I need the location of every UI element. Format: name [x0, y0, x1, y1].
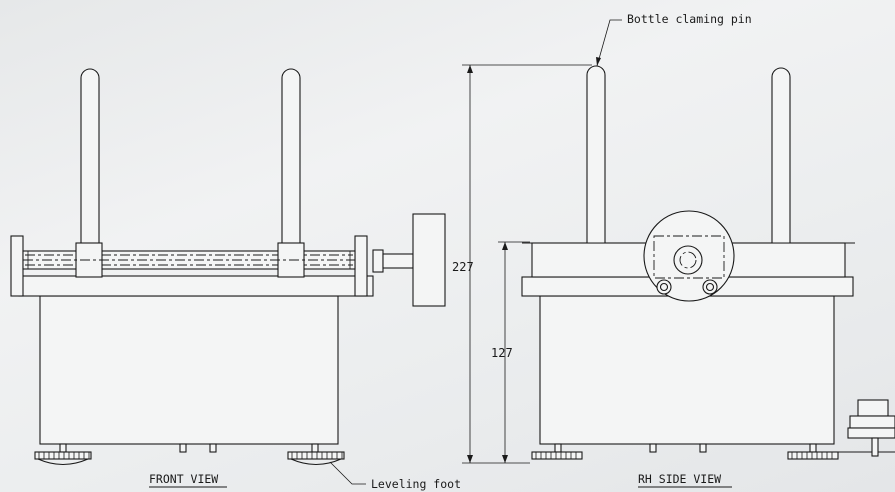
leveling-foot-callout: Leveling foot — [329, 461, 461, 491]
leveling-foot-label: Leveling foot — [371, 477, 461, 491]
side-base-body — [539, 295, 835, 445]
front-foot-left — [34, 451, 92, 466]
front-knob-disc — [412, 213, 446, 307]
bottle-pin-callout: Bottle claming pin — [596, 12, 752, 67]
side-foot-left — [531, 451, 583, 460]
front-right-pin — [281, 68, 301, 252]
front-foot-stem-left — [59, 443, 67, 453]
bottle-pin-label: Bottle claming pin — [627, 12, 752, 26]
side-fixture — [834, 399, 895, 457]
side-view-title: RH SIDE VIEW — [638, 472, 721, 486]
side-clamp-disc — [643, 210, 735, 302]
front-left-bracket — [10, 235, 24, 297]
front-foot-stem-right — [311, 443, 319, 453]
front-foot-right — [287, 451, 345, 466]
side-foot-right — [787, 451, 839, 460]
front-view-title: FRONT VIEW — [149, 472, 218, 486]
side-right-pin — [771, 67, 791, 244]
front-left-pin — [80, 68, 100, 252]
front-top-plate — [18, 275, 374, 297]
side-view — [521, 65, 895, 460]
front-foot-stem-mid2 — [209, 443, 217, 453]
dim-overall-height: 227 — [452, 260, 474, 274]
side-left-pin — [586, 65, 606, 244]
front-base-body — [39, 295, 339, 445]
dimension-lines — [462, 64, 592, 464]
front-knob-nut — [372, 249, 384, 273]
front-view — [10, 68, 446, 466]
front-right-bracket — [354, 235, 368, 297]
front-foot-stem-mid1 — [179, 443, 187, 453]
dim-base-height: 127 — [491, 346, 513, 360]
front-knob-stem — [382, 253, 414, 269]
